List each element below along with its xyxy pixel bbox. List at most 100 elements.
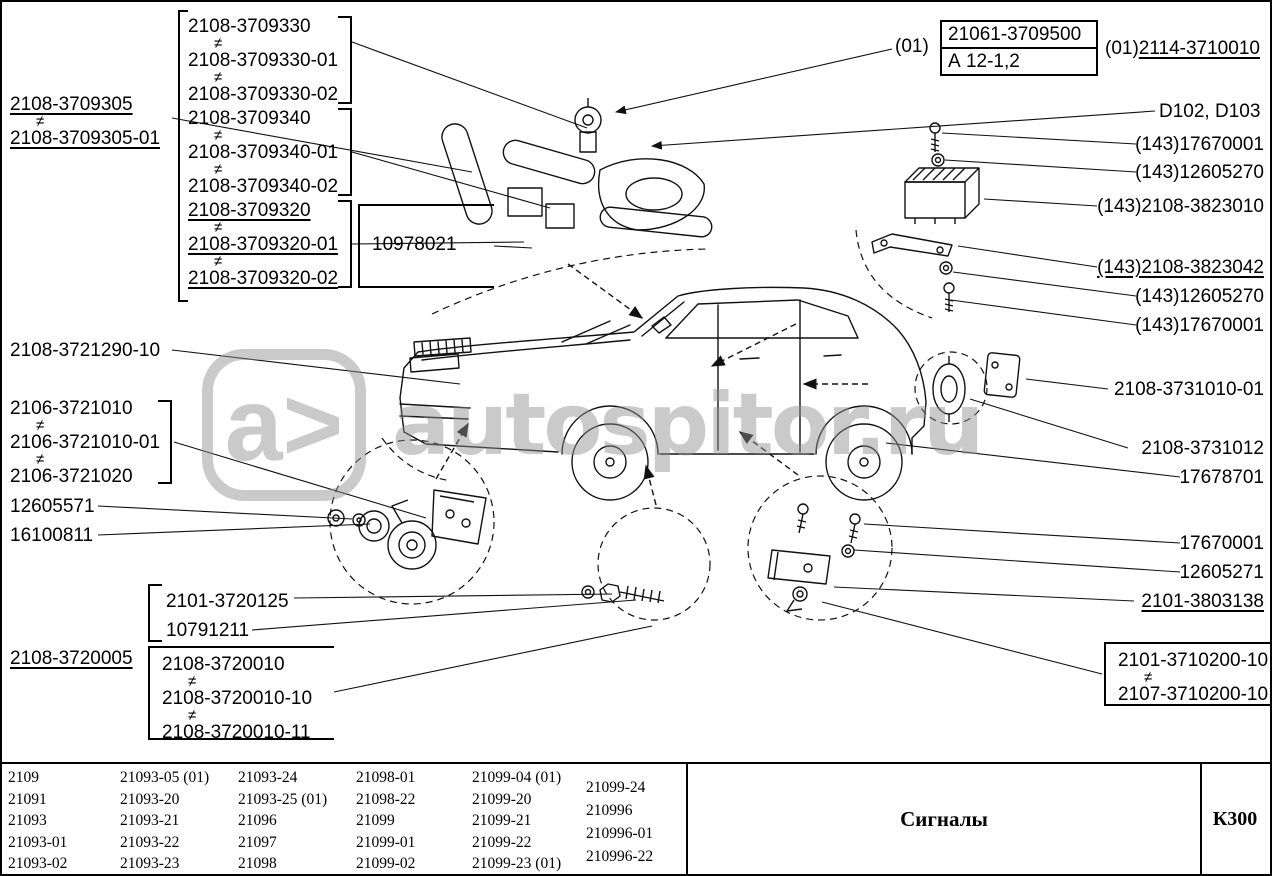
label-2114-prefix: (01) — [1105, 38, 1139, 59]
group-bracket-3709330 — [338, 16, 352, 104]
model-code: 21093-21 — [120, 812, 180, 829]
label-d102-d103: D102, D103 — [1159, 101, 1261, 122]
model-code: 21098-01 — [356, 769, 416, 786]
model-code: 21093-05 (01) — [120, 769, 210, 786]
model-code: 21096 — [238, 812, 277, 829]
group-bracket-2106 — [158, 400, 172, 484]
label-01-prefix: (01) — [895, 36, 929, 57]
part-number: ≠ — [214, 253, 223, 270]
part-number: 2106-3721010 — [10, 398, 133, 419]
part-number: 2108-3709320-02 — [188, 268, 339, 289]
label-143-12605270-a: (143)12605270 — [1135, 162, 1264, 183]
group-bracket-3709320 — [338, 200, 352, 288]
part-number: 2108-3709330-02 — [188, 84, 339, 105]
part-number: ≠ — [214, 35, 223, 52]
box-21061-3709500: 21061-3709500 А 12-1,2 — [940, 20, 1098, 76]
part-number: 2108-3709340-02 — [188, 176, 339, 197]
model-code: 21099-21 — [472, 812, 532, 829]
part-group-3709305: 2108-3709305≠2108-3709305-01 — [10, 94, 160, 149]
model-code: 21093-24 — [238, 769, 298, 786]
part-number: ≠ — [36, 113, 45, 130]
group-bracket-3720125 — [148, 584, 162, 642]
part-group-3709320: 2108-3709320≠2108-3709320-01≠2108-370932… — [188, 200, 338, 289]
model-code: 210996-22 — [586, 848, 654, 865]
part-number: 2108-3709330-01 — [188, 50, 339, 71]
table-separator-2 — [1200, 764, 1202, 874]
label-17670001: 17670001 — [1179, 533, 1264, 554]
model-code: 21099 — [356, 812, 395, 829]
label-a12: А 12-1,2 — [948, 51, 1020, 72]
label-12605271: 12605271 — [1179, 562, 1264, 583]
part-number: 2108-3720010 — [162, 654, 285, 675]
part-group-3709340: 2108-3709340≠2108-3709340-01≠2108-370934… — [188, 108, 338, 197]
part-number: 2108-3709305 — [10, 94, 133, 115]
label-2108-3721290-10: 2108-3721290-10 — [10, 340, 161, 361]
part-number: ≠ — [36, 417, 45, 434]
car-outline — [399, 286, 927, 501]
part-group-3710200: 2101-3710200-10≠2107-3710200-10 — [1106, 644, 1272, 705]
part-number: ≠ — [214, 161, 223, 178]
model-code: 21099-04 (01) — [472, 769, 562, 786]
group-bracket-3709340 — [338, 108, 352, 196]
model-code: 21099-23 (01) — [472, 855, 562, 872]
model-column-4: 21098-01 21098-22 21099 21099-01 21099-02 — [356, 767, 415, 875]
label-143-12605270-b: (143)12605270 — [1135, 286, 1264, 307]
label-143-17670001-a: (143)17670001 — [1135, 134, 1264, 155]
part-number: 2108-3709320 — [188, 200, 311, 221]
part-number: ≠ — [36, 451, 45, 468]
model-code: 21093-22 — [120, 833, 180, 851]
part-number: 2101-3720125 — [166, 591, 289, 612]
box-10978021: 10978021 — [358, 204, 494, 288]
model-code: 21093-20 — [120, 790, 180, 808]
group-box-left-bracket — [178, 10, 188, 302]
model-code: 21098-22 — [356, 790, 416, 808]
part-number: 2108-3709305-01 — [10, 128, 161, 149]
part-number: 2106-3721020 — [10, 466, 133, 487]
model-code: 21093-01 — [8, 833, 68, 851]
model-code: 21091 — [8, 790, 47, 808]
part-number: ≠ — [214, 69, 223, 86]
model-code: 21093-02 — [8, 855, 68, 872]
table-title: Сигналы — [900, 806, 988, 831]
part-number: ≠ — [188, 673, 197, 690]
label-2108-3731012: 2108-3731012 — [1141, 438, 1264, 459]
label-17678701: 17678701 — [1179, 467, 1264, 488]
part-number: 2101-3710200-10 — [1118, 650, 1269, 671]
model-code: 2109 — [8, 769, 39, 786]
model-column-1: 2109 21091 21093 21093-01 21093-02 — [8, 767, 67, 875]
label-2101-3803138: 2101-3803138 — [1141, 591, 1264, 612]
model-code: 21099-24 — [586, 779, 646, 796]
box-3710200: 2101-3710200-10≠2107-3710200-10 — [1104, 642, 1272, 706]
part-group-2106: 2106-3721010≠2106-3721010-01≠2106-372102… — [10, 398, 160, 487]
label-2108-3720005: 2108-3720005 — [10, 648, 133, 669]
model-code: 21093 — [8, 812, 47, 829]
component-drawings — [327, 98, 1021, 612]
model-code: 21097 — [238, 833, 277, 851]
model-table: 2109 21091 21093 21093-01 21093-02 21093-05 … — [2, 762, 1270, 874]
model-code: 21093-23 — [120, 855, 180, 872]
table-separator-1 — [686, 764, 688, 874]
label-2114-3710010: (01)2114-3710010 — [1105, 38, 1260, 60]
leader-lines — [97, 41, 1181, 693]
model-code: 21099-02 — [356, 855, 416, 872]
label-143-2108-3823042: (143)2108-3823042 — [1097, 257, 1264, 278]
part-number: ≠ — [214, 127, 223, 144]
pointer-arrows — [435, 263, 868, 506]
model-code: 21099-01 — [356, 833, 416, 851]
label-16100811: 16100811 — [10, 525, 94, 546]
part-number: 2108-3720010-11 — [162, 722, 311, 743]
label-2108-3731010-01: 2108-3731010-01 — [1113, 379, 1264, 400]
part-number: 2108-3720010-10 — [162, 688, 313, 709]
label-12605571: 12605571 — [10, 496, 95, 517]
model-code: 21099-20 — [472, 790, 532, 808]
part-number: 2108-3709340 — [188, 108, 311, 129]
label-21061-3709500: 21061-3709500 — [942, 22, 1096, 49]
table-code: К300 — [1212, 807, 1258, 830]
part-number: 2107-3710200-10 — [1118, 684, 1269, 705]
diagram-artwork — [97, 41, 1181, 693]
